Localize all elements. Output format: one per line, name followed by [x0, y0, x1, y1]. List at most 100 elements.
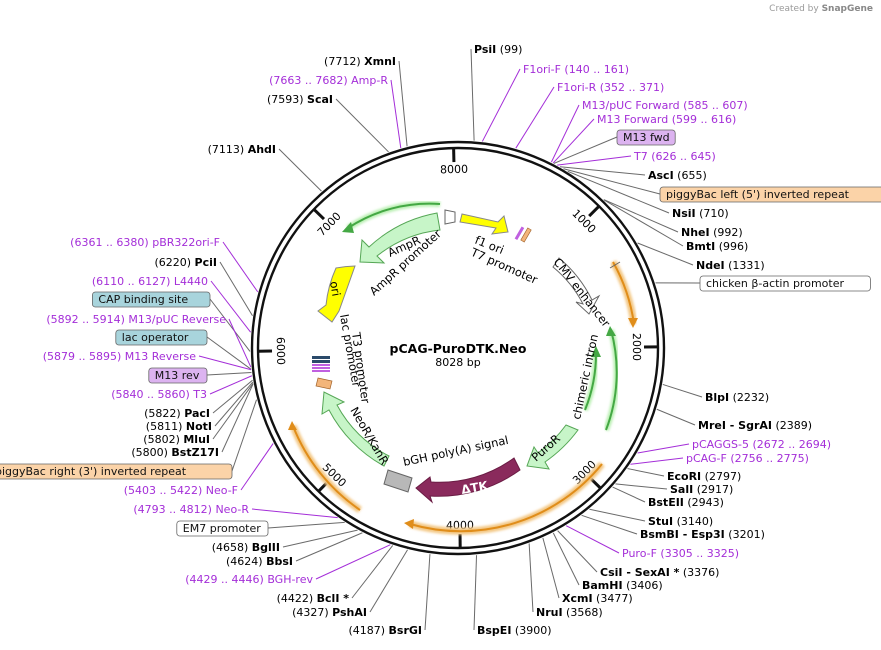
primer-label-m13-puc-reverse[interactable]: (5892 .. 5914) M13/pUC Reverse [46, 313, 226, 326]
site-label-bamhi[interactable]: BamHI (3406) [582, 579, 663, 592]
label-name: L4440 [174, 275, 208, 288]
primer-label-pbr322ori-f[interactable]: (6361 .. 6380) pBR322ori-F [70, 236, 220, 249]
primer-label-f1ori-f[interactable]: F1ori-F (140 .. 161) [523, 63, 629, 76]
label-name: BstZ17I [171, 446, 219, 459]
site-label-ndei[interactable]: NdeI (1331) [696, 259, 765, 272]
label-text: M13 Forward (599 .. 616) [597, 113, 736, 126]
site-label-sali[interactable]: SalI (2917) [670, 483, 733, 496]
site-label-asci[interactable]: AscI (655) [648, 169, 707, 182]
t7-promoter-label: T7 promoter [468, 245, 540, 287]
label-text: NheI (992) [681, 226, 743, 239]
site-label-stui[interactable]: StuI (3140) [648, 515, 713, 528]
primer-label-amp-r[interactable]: (7663 .. 7682) Amp-R [269, 74, 388, 87]
site-label-nrui[interactable]: NruI (3568) [536, 606, 603, 619]
site-label-paci[interactable]: (5822) PacI [144, 407, 210, 420]
leader-line [627, 468, 665, 477]
feature-box-text: piggyBac left (5') inverted repeat [666, 188, 850, 201]
bgh-polya-box [383, 469, 413, 493]
label-text: (5802) MluI [143, 433, 210, 446]
site-label-scai[interactable]: (7593) ScaI [267, 93, 333, 106]
feature-box-lac-operator[interactable]: lac operator [115, 329, 208, 346]
primer-label-bgh-rev[interactable]: (4429 .. 4446) BGH-rev [185, 573, 313, 586]
site-label-mrei-sgrai[interactable]: MreI - SgrAI (2389) [698, 419, 812, 432]
feature-box-chicken-actin-promoter[interactable]: chicken β-actin promoter [699, 275, 871, 292]
feature-box-text: chicken β-actin promoter [706, 277, 844, 290]
site-label-noti[interactable]: (5811) NotI [146, 420, 212, 433]
primer-label-m13-reverse[interactable]: (5879 .. 5895) M13 Reverse [43, 350, 196, 363]
site-label-bcli-[interactable]: (4422) BclI * [277, 592, 350, 605]
site-label-blpi[interactable]: BlpI (2232) [705, 391, 769, 404]
site-label-bbsi[interactable]: (4624) BbsI [226, 555, 293, 568]
primer-label-t7[interactable]: T7 (626 .. 645) [633, 150, 716, 163]
site-label-mlui[interactable]: (5802) MluI [143, 433, 210, 446]
site-label-nsii[interactable]: NsiI (710) [672, 207, 729, 220]
site-label-nhei[interactable]: NheI (992) [681, 226, 743, 239]
leader-line [209, 375, 253, 395]
leader-line [198, 355, 252, 371]
primer-label-neo-r[interactable]: (4793 .. 4812) Neo-R [133, 503, 249, 516]
site-label-bglii[interactable]: (4658) BglII [212, 541, 280, 554]
label-pos: (3406) [623, 579, 663, 592]
site-label-bstz17i[interactable]: (5800) BstZ17I [131, 446, 219, 459]
label-pos: (4327) [292, 606, 332, 619]
primer-label-t3[interactable]: (5840 .. 5860) T3 [111, 388, 207, 401]
label-text: F1ori-R (352 .. 371) [557, 81, 664, 94]
primer-label-neo-f[interactable]: (5403 .. 5422) Neo-F [124, 484, 238, 497]
site-label-pcii[interactable]: (6220) PciI [154, 256, 217, 269]
feature-box-piggybac-right-3-inverted-repeat[interactable]: piggyBac right (3') inverted repeat [0, 463, 233, 480]
feature-box-piggybac-left-5-inverted-repeat[interactable]: piggyBac left (5') inverted repeat [659, 186, 881, 203]
label-name: PshAI [332, 606, 367, 619]
primer-label-m13-forward[interactable]: M13 Forward (599 .. 616) [597, 113, 736, 126]
primer-label-pcag-f[interactable]: pCAG-F (2756 .. 2775) [686, 452, 809, 465]
label-pos: (99) [496, 43, 522, 56]
label-name: Neo-F [206, 484, 238, 497]
dtk-label: ΔTK [460, 478, 489, 497]
site-label-psii[interactable]: PsiI (99) [474, 43, 522, 56]
feature-box-cap-binding-site[interactable]: CAP binding site [92, 291, 211, 308]
primer-label-puro-f[interactable]: Puro-F (3305 .. 3325) [622, 547, 739, 560]
site-label-xcmi[interactable]: XcmI (3477) [562, 592, 633, 605]
label-name: CsiI - SexAI * [600, 566, 680, 579]
label-name: XcmI [562, 592, 593, 605]
leader-line [662, 383, 703, 398]
feature-box-em7-promoter[interactable]: EM7 promoter [176, 520, 269, 537]
site-label-csii-sexai-[interactable]: CsiI - SexAI * (3376) [600, 566, 719, 579]
site-label-pshai[interactable]: (4327) PshAI [292, 606, 367, 619]
green-arc-2-head [591, 346, 601, 357]
label-pos: (599 .. 616) [668, 113, 736, 126]
label-text: (5879 .. 5895) M13 Reverse [43, 350, 196, 363]
site-label-ahdi[interactable]: (7113) AhdI [208, 143, 276, 156]
leader-line [212, 383, 254, 440]
label-text: T7 (626 .. 645) [633, 150, 716, 163]
feature-box-m13-fwd[interactable]: M13 fwd [616, 129, 676, 146]
label-pos: (7712) [324, 55, 364, 68]
feature-box-m13-rev[interactable]: M13 rev [148, 367, 208, 384]
site-label-xmni[interactable]: (7712) XmnI [324, 55, 396, 68]
label-name: PsiI [474, 43, 496, 56]
primer-label-pcaggs-5[interactable]: pCAGGS-5 (2672 .. 2694) [692, 438, 831, 451]
label-pos: (5811) [146, 420, 186, 433]
label-text: NruI (3568) [536, 606, 603, 619]
site-label-ecori[interactable]: EcoRI (2797) [667, 470, 741, 483]
label-pos: (4658) [212, 541, 252, 554]
label-text: (7712) XmnI [324, 55, 396, 68]
leader-line [278, 148, 322, 192]
feature-box-bg [0, 463, 233, 480]
primer-label-m13-puc-forward[interactable]: M13/pUC Forward (585 .. 607) [582, 99, 748, 112]
site-label-bspei[interactable]: BspEI (3900) [477, 624, 552, 637]
label-text: StuI (3140) [648, 515, 713, 528]
green-arc-3 [347, 202, 441, 229]
label-text: (6361 .. 6380) pBR322ori-F [70, 236, 220, 249]
site-label-bsteii[interactable]: BstEII (2943) [648, 496, 724, 509]
label-name: SalI [670, 483, 693, 496]
leader-line [656, 408, 696, 426]
label-name: M13 Forward [597, 113, 668, 126]
site-label-bsrgi[interactable]: (4187) BsrGI [348, 624, 422, 637]
label-name: BlpI [705, 391, 729, 404]
site-label-bmti[interactable]: BmtI (996) [686, 240, 748, 253]
primer-label-l4440[interactable]: (6110 .. 6127) L4440 [92, 275, 208, 288]
label-name: pCAGGS-5 [692, 438, 749, 451]
primer-label-f1ori-r[interactable]: F1ori-R (352 .. 371) [557, 81, 664, 94]
bgh-label: bGH poly(A) signal [402, 433, 510, 469]
site-label-bsmbi-esp3i[interactable]: BsmBI - Esp3I (3201) [640, 528, 765, 541]
